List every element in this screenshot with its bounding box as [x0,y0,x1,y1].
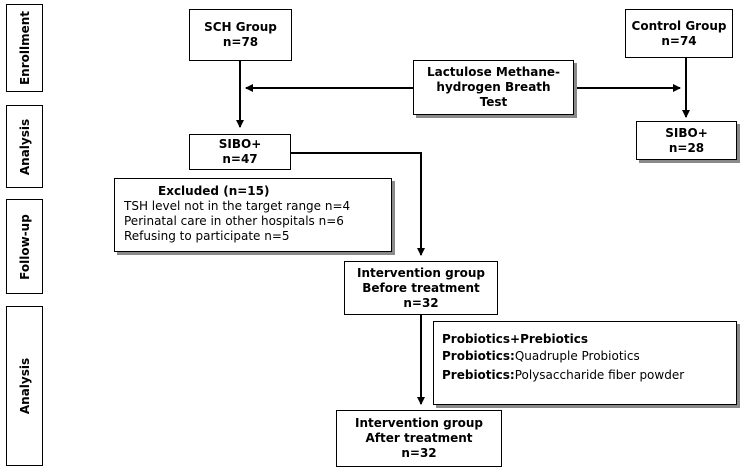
intervention-before-box: Intervention group Before treatment n=32 [344,261,498,315]
intervention-before-line-1: Intervention group [356,265,485,280]
probiotics-line: Probiotics:Quadruple Probiotics [442,348,728,365]
excluded-box: Excluded (n=15) TSH level not in the tar… [114,178,392,252]
breath-test-box: Lactulose Methane- hydrogen Breath Test [413,60,574,115]
sibo-sch-box: SIBO+ n=47 [189,134,291,170]
treatment-title: Probiotics+Prebiotics [442,332,588,346]
control-group-count: n=74 [661,33,697,48]
stage-follow-up: Follow-up [6,199,43,294]
sch-group-box: SCH Group n=78 [189,9,292,61]
stage-analysis-1: Analysis [6,105,43,188]
sibo-sch-title: SIBO+ [218,137,262,151]
excluded-item: Perinatal care in other hospitals n=6 [124,214,344,228]
intervention-after-box: Intervention group After treatment n=32 [336,410,502,467]
sibo-control-count: n=28 [668,140,705,155]
probiotics-value: Quadruple Probiotics [514,349,640,363]
sch-group-count: n=78 [222,35,259,49]
probiotics-label: Probiotics: [442,349,515,363]
excluded-item: Refusing to participate n=5 [124,229,290,243]
arrow-sibo-to-intervention [291,152,425,256]
intervention-after-count: n=32 [401,446,437,460]
sibo-sch-count: n=47 [222,152,258,166]
excluded-item: TSH level not in the target range n=4 [124,199,351,213]
intervention-after-line-1: Intervention group [354,416,483,430]
prebiotics-value: Polysaccharide fiber powder [514,368,685,382]
treatment-box: Probiotics+Prebiotics Probiotics:Quadrup… [433,321,737,405]
prebiotics-line: Prebiotics:Polysaccharide fiber powder [442,367,728,384]
sibo-control-box: SIBO+ n=28 [636,121,737,160]
stage-enrollment: Enrollment [6,4,43,92]
intervention-before-line-2: Before treatment [362,280,480,295]
breath-test-line-3: Test [479,95,508,109]
intervention-before-count: n=32 [403,295,439,310]
prebiotics-label: Prebiotics: [442,368,515,382]
control-group-box: Control Group n=74 [625,9,733,58]
intervention-after-line-2: After treatment [365,431,473,445]
stage-analysis-2: Analysis [6,306,43,466]
breath-test-line-2: hydrogen Breath [436,80,551,94]
sch-group-title: SCH Group [204,20,277,34]
excluded-header: Excluded (n=15) [158,184,270,198]
breath-test-line-1: Lactulose Methane- [426,65,561,79]
control-group-title: Control Group [631,18,727,33]
sibo-control-title: SIBO+ [665,125,708,140]
